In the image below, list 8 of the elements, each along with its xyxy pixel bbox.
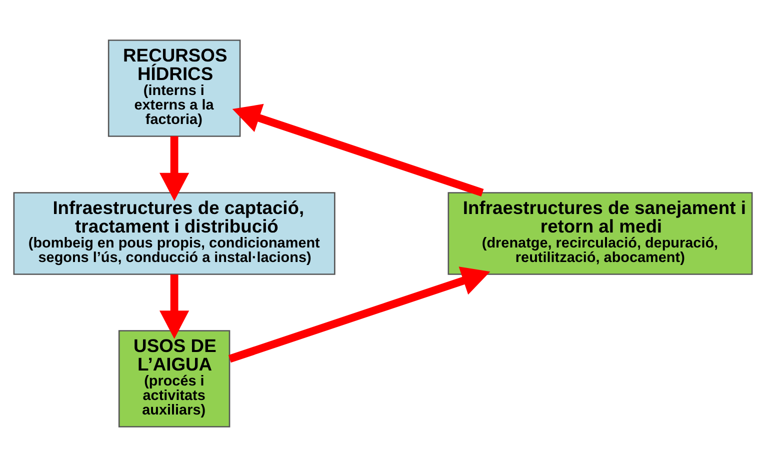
node-box: Infraestructures de captació, tractament i distribució (bombeig en pous propis, condicionament segons l’ús, conducció a instal·lacions) xyxy=(13,192,336,274)
arrow xyxy=(228,266,490,362)
node-box: USOS DE L’AIGUA (procés i activitats auxiliars) xyxy=(118,330,230,427)
node-box: Infraestructures de sanejament i retorn al medi (drenatge, recirculació, depuració, reutilització, abocament) xyxy=(448,192,753,274)
node-box: RECURSOS HÍDRICS (interns i externs a la factoria) xyxy=(108,39,241,136)
arrow xyxy=(160,274,190,338)
arrow xyxy=(160,136,190,201)
arrow xyxy=(232,103,484,196)
